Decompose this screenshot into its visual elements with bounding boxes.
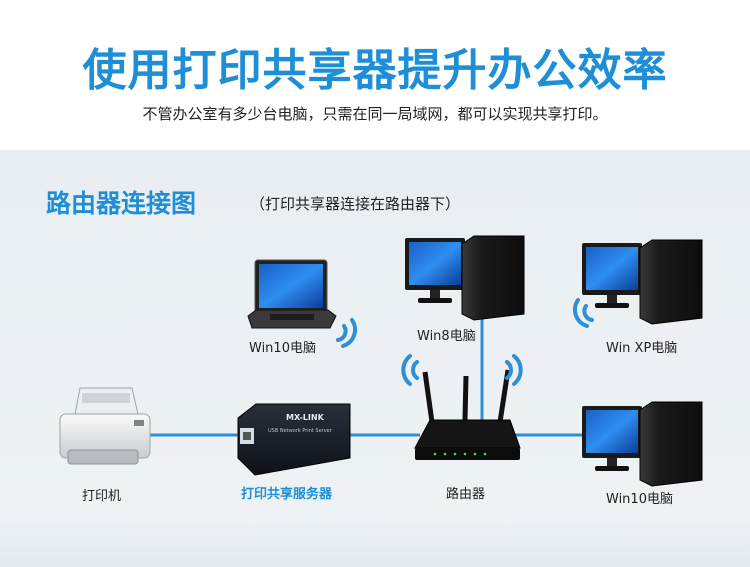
wifi-icon [572,298,594,328]
section-title: 路由器连接图 [46,189,197,218]
page-subtitle: 不管办公室有多少台电脑，只需在同一局域网，都可以实现共享打印。 [142,105,608,123]
label-laptop: Win10电脑 [249,341,316,356]
label-router: 路由器 [446,487,486,502]
print-server-icon: MX-LINK USB Network Print Server [237,403,351,476]
printer-icon [59,387,151,465]
section-note: （打印共享器连接在路由器下） [250,195,461,213]
label-print-server: 打印共享服务器 [241,487,333,502]
label-pc-win10: Win10电脑 [606,492,673,507]
wifi-icon [401,354,523,386]
page-title: 使用打印共享器提升办公效率 [82,45,668,96]
router-icon [414,369,521,460]
desktop-pc-icon [582,239,703,325]
desktop-pc-icon [582,401,703,487]
server-brand-text: MX-LINK [286,413,325,422]
connection-lines [150,312,590,437]
laptop-icon [247,259,337,329]
label-pc-win8: Win8电脑 [417,329,476,344]
label-pc-xp: Win XP电脑 [606,341,678,356]
wifi-icon [336,318,358,348]
desktop-pc-icon [405,235,525,321]
label-printer: 打印机 [82,489,122,504]
server-model-text: USB Network Print Server [268,428,333,434]
